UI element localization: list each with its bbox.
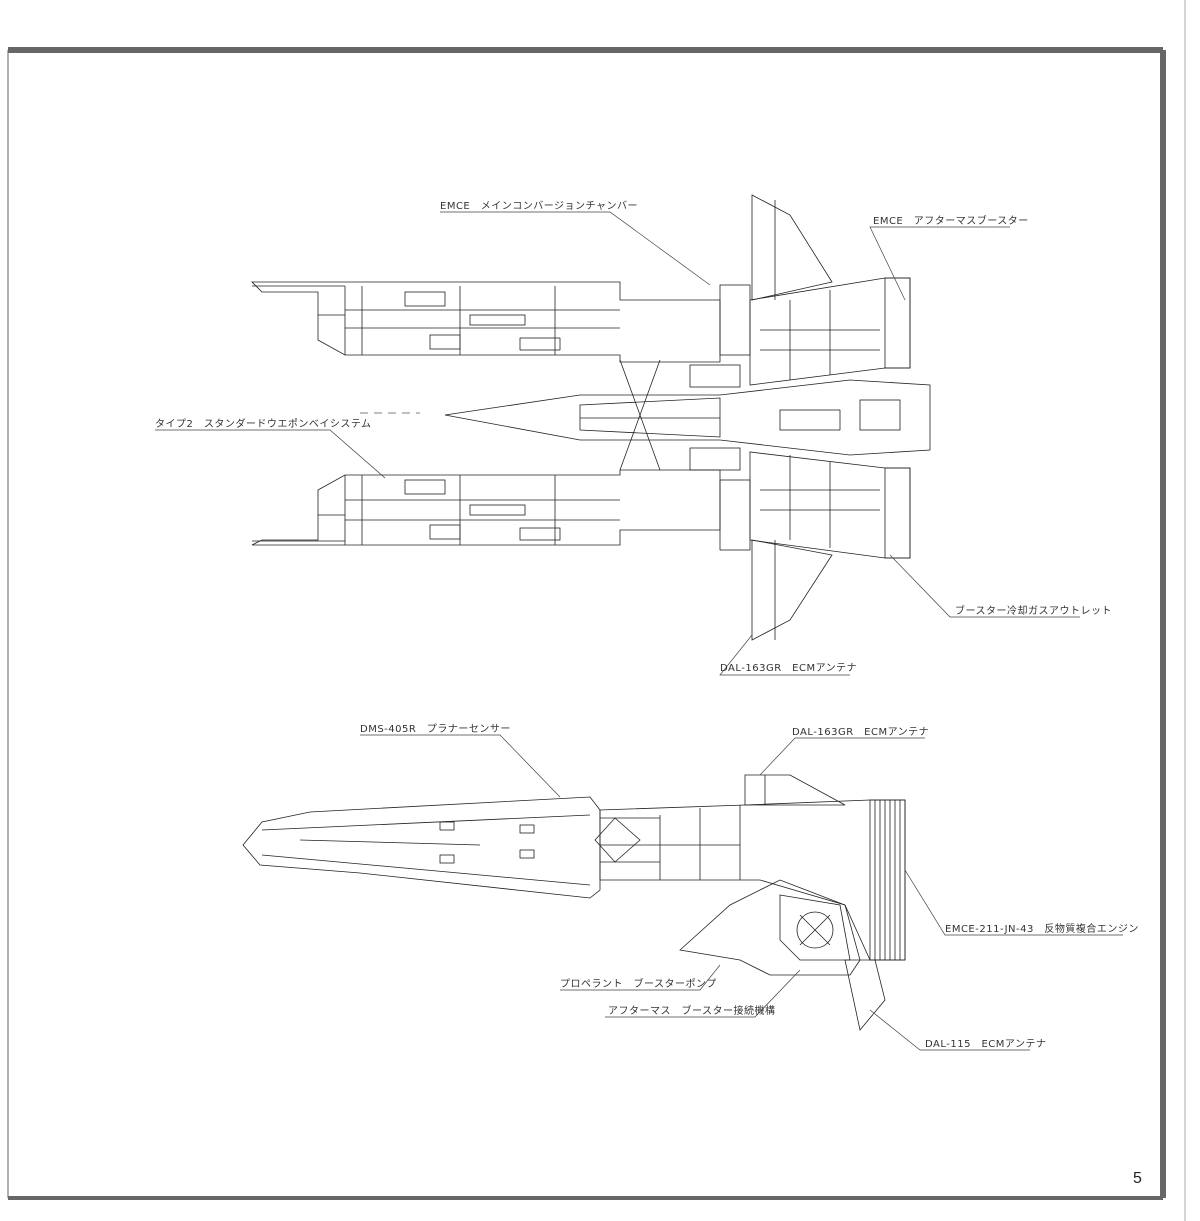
label-emce-aftermath-booster: EMCE アフターマスブースター	[873, 216, 1029, 227]
label-dal163gr-top: DAL-163GR ECMアンテナ	[720, 663, 858, 674]
label-aftermath-connector: アフターマス ブースター接続機構	[608, 1006, 776, 1017]
label-booster-cooling-outlet: ブースター冷却ガスアウトレット	[955, 606, 1112, 617]
label-dal163gr-side: DAL-163GR ECMアンテナ	[792, 727, 930, 738]
top-view-drawing	[251, 194, 931, 641]
leader-lines	[155, 211, 1123, 1051]
label-emce-main-chamber: EMCE メインコンバージョンチャンバー	[440, 201, 638, 212]
label-dms405r-sensor: DMS-405R プラナーセンサー	[360, 724, 511, 735]
frame-border	[7, 0, 1186, 1221]
side-view-drawing	[242, 774, 906, 1031]
label-dal115-antenna: DAL-115 ECMアンテナ	[925, 1039, 1047, 1050]
label-type2-weapon-bay: タイプ2 スタンダードウエポンベイシステム	[155, 419, 372, 430]
label-propellant-pump: プロペラント ブースターポンプ	[560, 979, 717, 990]
label-emce211-engine: EMCE-211-JN-43 反物質複合エンジン	[945, 924, 1139, 935]
page-number: 5	[1133, 1170, 1142, 1187]
